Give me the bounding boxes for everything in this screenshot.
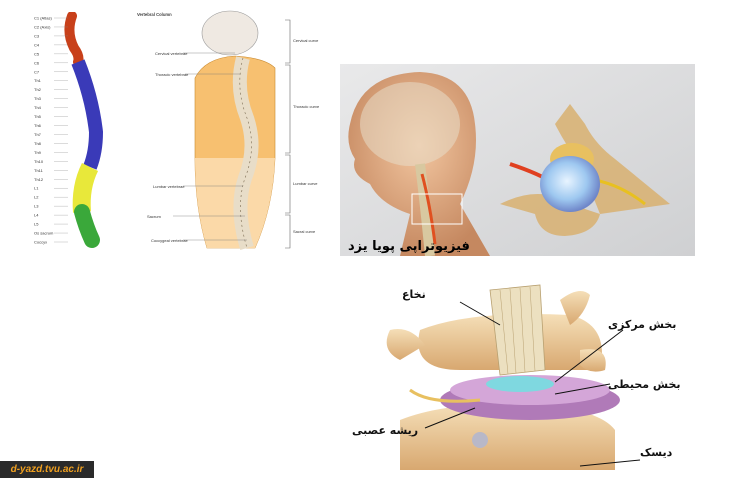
label-sacrum: Sacrum: [147, 214, 161, 219]
vertebra-label: C2 (Axis): [34, 24, 51, 29]
vertebra-label: Os sacrum: [34, 231, 54, 236]
label-nerve-root: ریشه عصبی: [352, 424, 418, 437]
label-cervical-vertebrae: Cervical vertebrae: [155, 51, 188, 56]
vertebra-label: Th2: [34, 87, 42, 92]
vertebra-label: C3: [34, 33, 40, 38]
vertebra-label: C7: [34, 69, 40, 74]
label-thoracic-curve: Thoracic curve: [293, 104, 320, 109]
label-coccygeal-vertebrae: Coccygeal vertebrae: [151, 238, 188, 243]
vertebra-label: Th8: [34, 141, 42, 146]
vertebra-label: Th3: [34, 96, 42, 101]
vertebra-label: L4: [34, 213, 39, 218]
disc-anatomy-diagram: نخاع بخش مرکزی بخش محیطی ریشه عصبی دیسک: [340, 270, 700, 470]
watermark-text: فیزیوتراپی پویا یزد: [348, 239, 470, 254]
vertebra-label: L5: [34, 222, 39, 227]
neck-anatomy-image: فیزیوتراپی پویا یزد: [340, 64, 695, 256]
label-cervical-curve: Cervical curve: [293, 38, 319, 43]
label-sacral-curve: Sacral curve: [293, 229, 316, 234]
vertebra-label: Th6: [34, 123, 42, 128]
vertebra-label: C1 (Atlas): [34, 16, 52, 21]
vertebra-label: Th12: [34, 177, 44, 182]
label-lumbar-vertebrae: Lumbar vertebrae: [153, 184, 185, 189]
label-thoracic-vertebrae: Thoracic vertebrae: [155, 72, 189, 77]
vertebra-label: Th1: [34, 78, 42, 83]
vertebra-label: C6: [34, 60, 40, 65]
vertebra-label: C5: [34, 51, 40, 56]
vertebra-label: L2: [34, 195, 39, 200]
vertebra-label: C4: [34, 42, 40, 47]
vertebra-label: Th7: [34, 132, 42, 137]
label-nucleus: بخش مرکزی: [608, 318, 676, 331]
label-spinal-cord: نخاع: [402, 288, 426, 301]
vertebra-label: Th10: [34, 159, 44, 164]
vertebra-label: L1: [34, 186, 39, 191]
vertebra-label: L3: [34, 204, 39, 209]
vertebra-label: Th5: [34, 114, 42, 119]
vertebral-column-diagram: Vertebral Column Cervical vertebrae Thor…: [135, 8, 340, 256]
vertebra-label: Th9: [34, 150, 42, 155]
vertebra-label: Coccyx: [34, 240, 47, 245]
panel2-title: Vertebral Column: [137, 12, 172, 17]
vertebra-label: Th11: [34, 168, 44, 173]
site-url-badge[interactable]: d-yazd.tvu.ac.ir: [0, 461, 94, 478]
label-annulus: بخش محیطی: [608, 378, 681, 391]
label-disc: دیسک: [640, 446, 673, 459]
label-lumbar-curve: Lumbar curve: [293, 181, 318, 186]
vertebra-label: Th4: [34, 105, 42, 110]
